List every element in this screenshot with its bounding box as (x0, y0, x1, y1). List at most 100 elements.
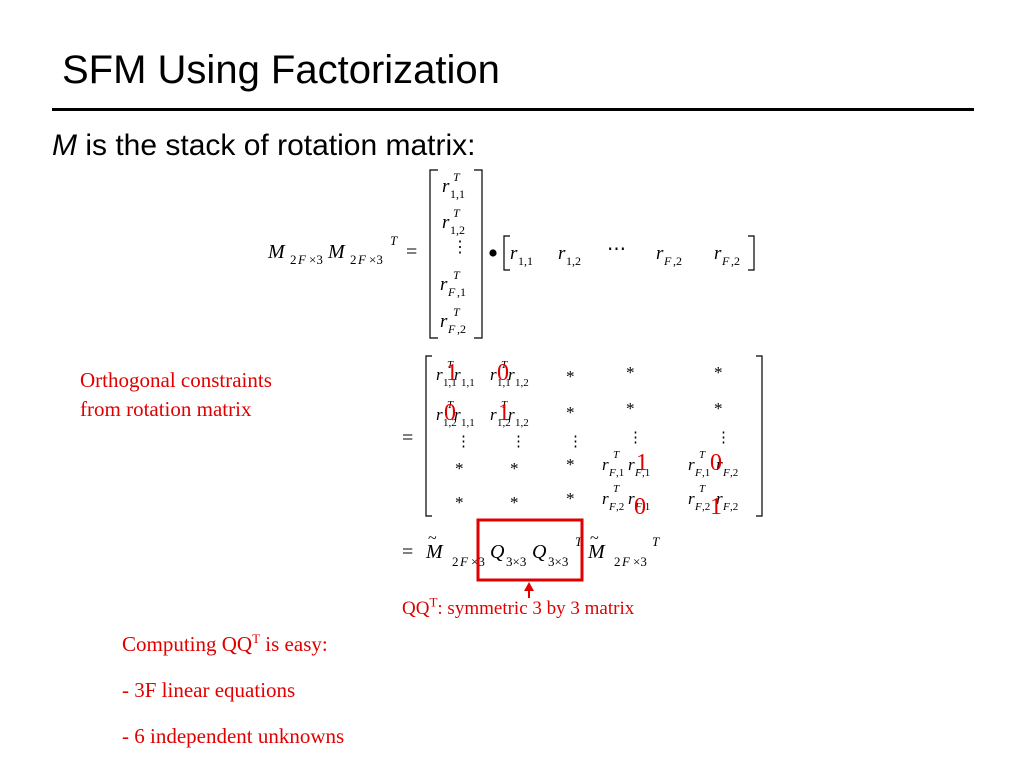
svg-text:*: * (566, 403, 575, 422)
computing-superscript: T (252, 631, 261, 646)
qq-symmetric-caption: QQT: symmetric 3 by 3 matrix (402, 594, 634, 623)
svg-text:2: 2 (614, 554, 621, 569)
svg-text:*: * (626, 399, 635, 418)
svg-text:*: * (626, 363, 635, 382)
svg-text:×3: ×3 (633, 554, 647, 569)
svg-text:r: r (602, 455, 609, 474)
svg-text:F: F (608, 467, 616, 479)
svg-text:r: r (454, 365, 461, 384)
computing-qq-note: Computing QQT is easy: (122, 630, 328, 659)
svg-text:r: r (436, 405, 443, 424)
svg-text:×3: ×3 (369, 252, 383, 267)
svg-text:r: r (436, 365, 443, 384)
svg-text:r: r (490, 405, 497, 424)
overlay-value: 0 (634, 494, 646, 520)
svg-text:1,2: 1,2 (515, 377, 529, 389)
svg-text:r: r (490, 365, 497, 384)
svg-text:,2: ,2 (730, 501, 738, 513)
svg-text:~: ~ (590, 530, 599, 547)
svg-text:F: F (621, 554, 631, 569)
bullet-independent-unknowns: - 6 independent unknowns (122, 724, 345, 748)
svg-text:⋮: ⋮ (456, 434, 471, 450)
svg-text:T: T (453, 305, 461, 319)
svg-text:,2: ,2 (616, 501, 624, 513)
svg-text:,2: ,2 (731, 254, 740, 268)
svg-text:1,2: 1,2 (566, 254, 581, 268)
svg-text:*: * (510, 493, 519, 512)
svg-text:r: r (714, 243, 722, 264)
svg-text:*: * (566, 455, 575, 474)
svg-text:F: F (608, 501, 616, 513)
svg-text:1,2: 1,2 (497, 417, 511, 429)
svg-text:1,1: 1,1 (497, 377, 511, 389)
title-divider (52, 108, 974, 111)
svg-text:*: * (510, 459, 519, 478)
svg-text:⋮: ⋮ (568, 434, 583, 450)
overlay-value: 1 (636, 450, 648, 476)
svg-text:2: 2 (350, 252, 357, 267)
svg-text:T: T (501, 399, 508, 411)
svg-text:F: F (459, 554, 469, 569)
svg-text:r: r (510, 243, 518, 264)
qq-caption-prefix: QQ (402, 598, 430, 619)
svg-text:r: r (656, 243, 664, 264)
svg-text:F: F (722, 467, 730, 479)
overlay-value: 1 (710, 494, 722, 520)
svg-text:,1: ,1 (616, 467, 624, 479)
svg-text:r: r (716, 489, 723, 508)
svg-text:T: T (501, 359, 508, 371)
svg-text:⋮: ⋮ (716, 430, 731, 446)
svg-text:⋮: ⋮ (628, 430, 643, 446)
svg-text:*: * (714, 363, 723, 382)
subtitle-text: is the stack of rotation matrix: (77, 129, 476, 162)
svg-text:F: F (357, 252, 367, 267)
svg-text:1,2: 1,2 (450, 223, 465, 237)
subtitle-variable: M (52, 129, 77, 162)
svg-text:=: = (402, 427, 413, 449)
svg-text:1,1: 1,1 (461, 377, 475, 389)
subtitle: M is the stack of rotation matrix: (52, 126, 475, 166)
svg-text:3×3: 3×3 (506, 554, 526, 569)
svg-text:1,1: 1,1 (518, 254, 533, 268)
orthogonal-constraints-note: Orthogonal constraints from rotation mat… (80, 366, 272, 424)
svg-text:r: r (602, 489, 609, 508)
orthogonal-note-line-1: Orthogonal constraints (80, 368, 272, 392)
svg-text:F: F (634, 467, 642, 479)
svg-text:*: * (566, 367, 575, 386)
bullet-linear-equations: - 3F linear equations (122, 678, 296, 702)
overlay-value: 0 (497, 360, 509, 386)
svg-text:M: M (267, 241, 286, 263)
svg-text:T: T (699, 449, 706, 461)
svg-text:,2: ,2 (730, 467, 738, 479)
svg-text:F: F (447, 285, 456, 299)
svg-text:1,2: 1,2 (443, 417, 457, 429)
svg-text:1,1: 1,1 (450, 187, 465, 201)
svg-text:r: r (628, 489, 635, 508)
svg-text:1,2: 1,2 (515, 417, 529, 429)
overlay-value: 1 (446, 360, 458, 386)
svg-text:,2: ,2 (673, 254, 682, 268)
svg-text:r: r (508, 405, 515, 424)
qq-caption-superscript: T (429, 594, 438, 610)
orthogonal-note-line-2: from rotation matrix (80, 397, 252, 421)
svg-text:T: T (447, 359, 454, 371)
svg-text:F: F (447, 322, 456, 336)
svg-text:r: r (688, 455, 695, 474)
svg-text:r: r (688, 489, 695, 508)
svg-text:r: r (442, 212, 450, 233)
svg-text:⋮: ⋮ (452, 239, 468, 256)
svg-text:T: T (613, 483, 620, 495)
svg-text:r: r (440, 311, 448, 332)
overlay-value: 0 (444, 400, 456, 426)
slide-title: SFM Using Factorization (62, 48, 500, 92)
svg-text:T: T (453, 170, 461, 184)
svg-text:*: * (455, 493, 464, 512)
overlay-value: 1 (498, 400, 510, 426)
svg-text:3×3: 3×3 (548, 554, 568, 569)
svg-text:,1: ,1 (457, 285, 466, 299)
overlay-value: 0 (710, 450, 722, 476)
